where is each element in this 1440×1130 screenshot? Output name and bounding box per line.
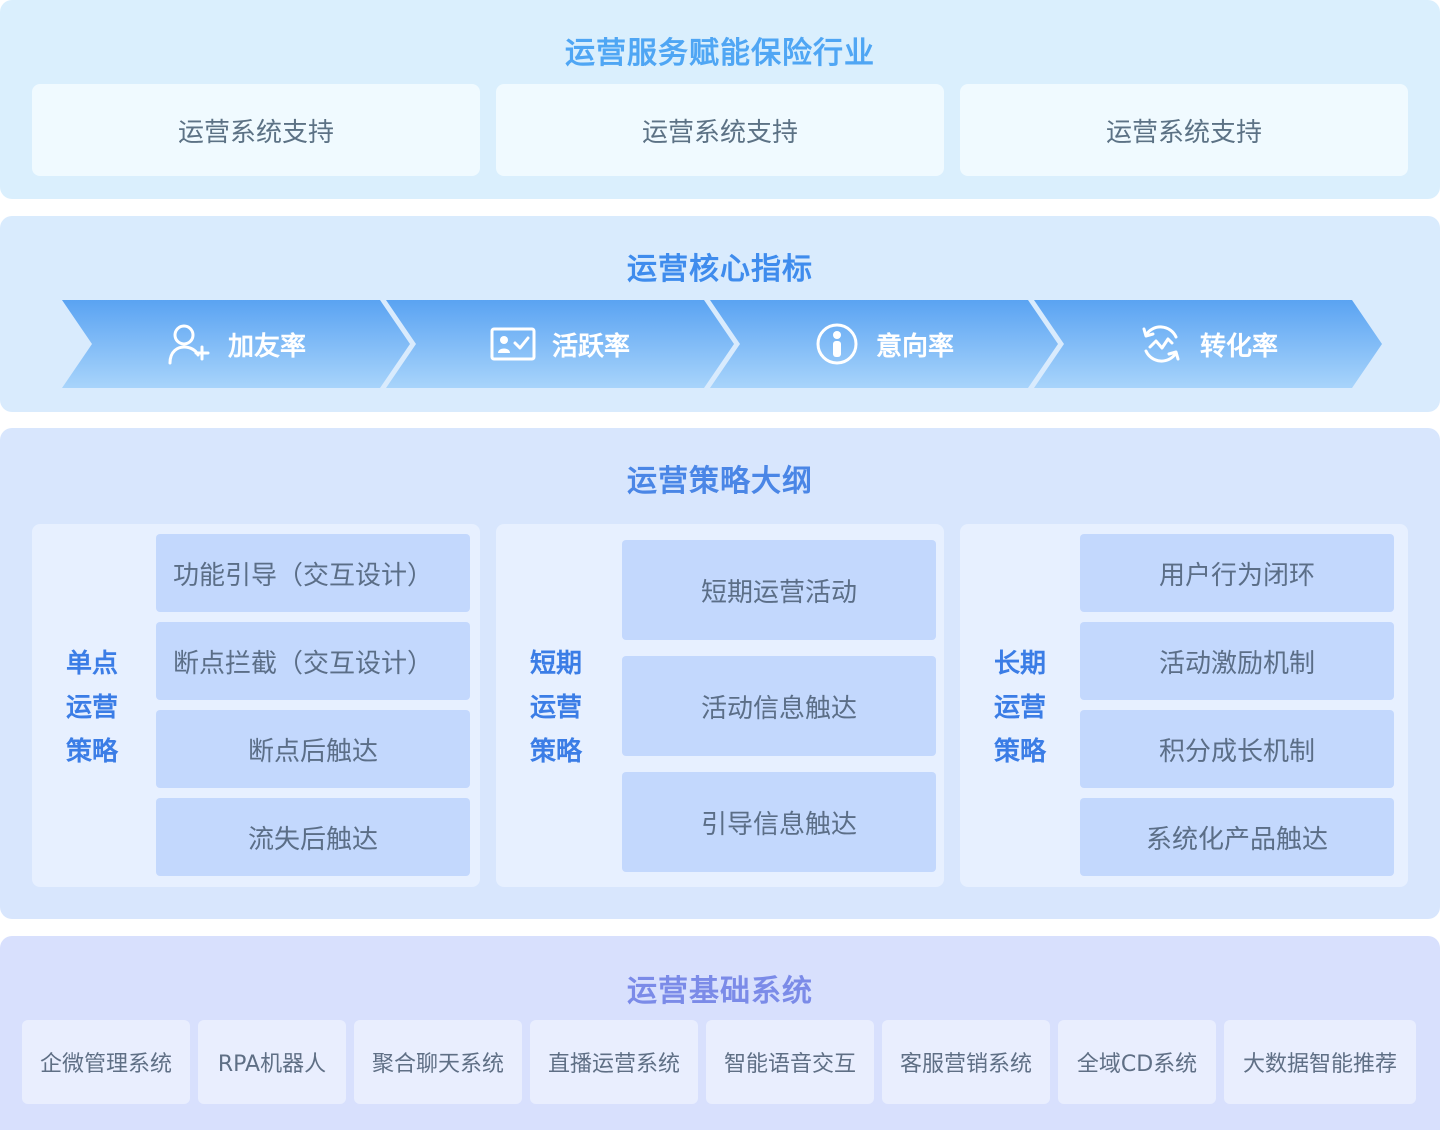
core-metrics-title: 运营核心指标 bbox=[627, 252, 813, 287]
system-card: 聚合聊天系统 bbox=[354, 1020, 522, 1104]
metric-active-rate: 活跃率 bbox=[416, 300, 704, 388]
chevron-active-rate bbox=[386, 300, 734, 388]
panel-label-line: 运营 bbox=[65, 693, 118, 723]
metric-label: 活跃率 bbox=[551, 331, 630, 362]
service-title: 运营服务赋能保险行业 bbox=[565, 36, 875, 71]
metric-label: 加友率 bbox=[227, 331, 306, 362]
strategy-item: 断点拦截（交互设计） bbox=[156, 622, 470, 700]
panel-label: 长期 运营 策略 bbox=[960, 642, 1080, 774]
short-term-strategy-panel: 短期 运营 策略 短期运营活动 活动信息触达 引导信息触达 bbox=[496, 524, 944, 887]
system-card: 企微管理系统 bbox=[22, 1020, 190, 1104]
strategy-item: 活动信息触达 bbox=[622, 656, 936, 756]
strategy-item: 用户行为闭环 bbox=[1080, 534, 1394, 612]
system-card: RPA机器人 bbox=[198, 1020, 346, 1104]
strategy-item: 短期运营活动 bbox=[622, 540, 936, 640]
metrics-chevron-flow bbox=[62, 300, 1382, 388]
panel-label-line: 策略 bbox=[529, 737, 582, 767]
panel-label-line: 运营 bbox=[993, 693, 1046, 723]
strategy-item: 断点后触达 bbox=[156, 710, 470, 788]
support-card: 运营系统支持 bbox=[32, 84, 480, 176]
strategy-outline-section: 运营策略大纲 单点 运营 策略 功能引导（交互设计） 断点拦截（交互设计） 断点… bbox=[0, 428, 1440, 919]
add-user-icon bbox=[168, 324, 210, 365]
panel-label-line: 策略 bbox=[65, 737, 118, 767]
metric-add-friend-rate: 加友率 bbox=[92, 300, 380, 388]
system-card: 客服营销系统 bbox=[882, 1020, 1050, 1104]
conversion-cycle-icon bbox=[1142, 325, 1180, 363]
panel-label-line: 单点 bbox=[65, 649, 118, 679]
metric-conversion-rate: 转化率 bbox=[1064, 300, 1352, 388]
metric-intent-rate: 意向率 bbox=[740, 300, 1028, 388]
strategy-item: 积分成长机制 bbox=[1080, 710, 1394, 788]
panel-label: 短期 运营 策略 bbox=[496, 642, 616, 774]
strategy-outline-title: 运营策略大纲 bbox=[627, 464, 813, 499]
single-point-strategy-panel: 单点 运营 策略 功能引导（交互设计） 断点拦截（交互设计） 断点后触达 流失后… bbox=[32, 524, 480, 887]
chevron-intent-rate bbox=[710, 300, 1058, 388]
id-card-check-icon bbox=[490, 327, 536, 361]
strategy-item: 流失后触达 bbox=[156, 798, 470, 876]
base-systems-title: 运营基础系统 bbox=[627, 974, 813, 1009]
system-card: 直播运营系统 bbox=[530, 1020, 698, 1104]
panel-label-line: 策略 bbox=[993, 737, 1046, 767]
panel-label-line: 长期 bbox=[993, 649, 1046, 679]
strategy-item: 引导信息触达 bbox=[622, 772, 936, 872]
system-card: 大数据智能推荐 bbox=[1224, 1020, 1416, 1104]
panel-label-line: 短期 bbox=[529, 649, 582, 679]
support-card: 运营系统支持 bbox=[960, 84, 1408, 176]
chevron-conversion-rate bbox=[1034, 300, 1382, 388]
strategy-item: 系统化产品触达 bbox=[1080, 798, 1394, 876]
panel-label: 单点 运营 策略 bbox=[32, 642, 152, 774]
base-systems-section: 运营基础系统 企微管理系统 RPA机器人 聚合聊天系统 直播运营系统 智能语音交… bbox=[0, 936, 1440, 1130]
system-card: 全域CD系统 bbox=[1058, 1020, 1216, 1104]
service-section: 运营服务赋能保险行业 运营系统支持 运营系统支持 运营系统支持 bbox=[0, 0, 1440, 199]
strategy-item: 功能引导（交互设计） bbox=[156, 534, 470, 612]
strategy-item: 活动激励机制 bbox=[1080, 622, 1394, 700]
long-term-strategy-panel: 长期 运营 策略 用户行为闭环 活动激励机制 积分成长机制 系统化产品触达 bbox=[960, 524, 1408, 887]
metric-label: 转化率 bbox=[1199, 331, 1278, 362]
metric-label: 意向率 bbox=[875, 331, 954, 362]
person-circle-icon bbox=[816, 323, 858, 365]
system-card: 智能语音交互 bbox=[706, 1020, 874, 1104]
panel-label-line: 运营 bbox=[529, 693, 582, 723]
chevron-add-friend-rate bbox=[62, 300, 410, 388]
core-metrics-section: 运营核心指标 加友率 活跃率 bbox=[0, 216, 1440, 412]
support-card: 运营系统支持 bbox=[496, 84, 944, 176]
